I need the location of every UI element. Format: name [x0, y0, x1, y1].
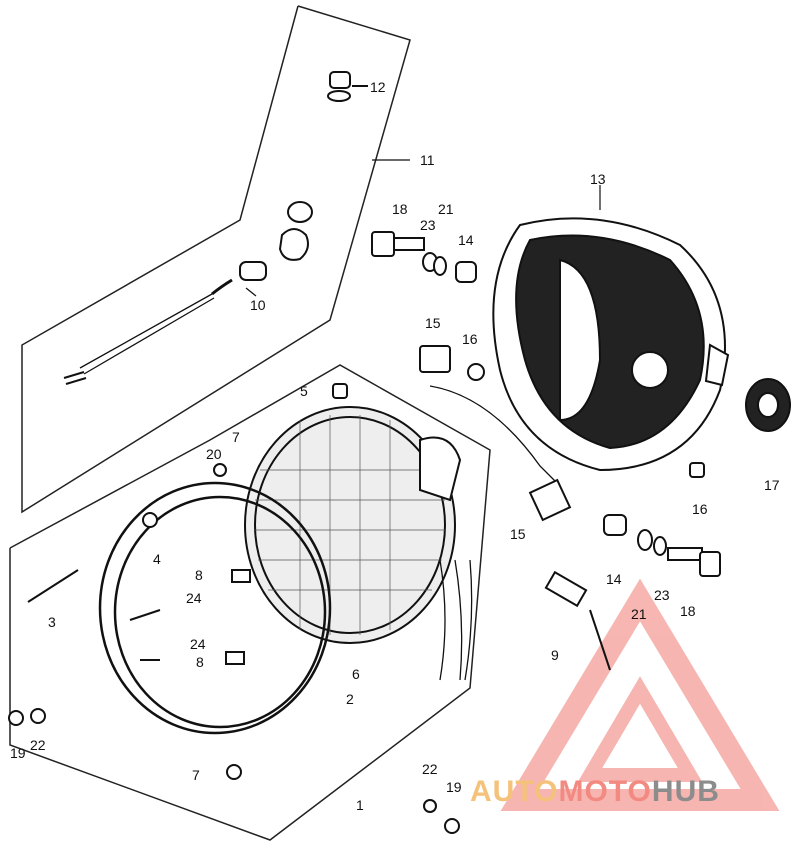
callout-16: 16 — [462, 331, 478, 347]
wire-harness-part — [63, 159, 410, 385]
callout-11: 11 — [420, 152, 435, 168]
watermark-part-auto: AUTO — [470, 775, 559, 808]
callout-21-lower: 21 — [631, 606, 647, 622]
ring-part — [745, 378, 791, 432]
callout-7: 7 — [232, 429, 240, 445]
callout-23: 23 — [420, 217, 436, 233]
callout-14-lower: 14 — [606, 571, 622, 587]
callout-24: 24 — [186, 590, 202, 606]
watermark-logo — [500, 578, 780, 811]
callout-7-lower: 7 — [192, 767, 200, 783]
callout-15: 15 — [425, 315, 441, 331]
headlight-case-part — [492, 185, 730, 472]
callout-5: 5 — [300, 383, 308, 399]
callout-24-lower: 24 — [190, 636, 206, 652]
callout-22: 22 — [30, 737, 46, 753]
watermark-part-moto: MOTO — [558, 775, 652, 808]
callout-18-lower: 18 — [680, 603, 696, 619]
lower-bolt-stack — [603, 514, 721, 577]
upper-bolt-stack — [371, 231, 477, 283]
callout-3: 3 — [48, 614, 56, 630]
callout-19-lower: 19 — [446, 779, 462, 795]
callout-4: 4 — [153, 551, 161, 567]
upper-connector-part — [419, 345, 572, 522]
callout-12: 12 — [370, 79, 386, 95]
sealed-beam-part — [244, 406, 473, 681]
grommet-part — [327, 71, 368, 102]
lower-assembly-box — [9, 364, 491, 841]
callout-8: 8 — [195, 567, 203, 583]
callout-23-lower: 23 — [654, 587, 670, 603]
rim-part — [98, 481, 332, 735]
callout-9: 9 — [551, 647, 559, 663]
small-nut-part — [689, 462, 705, 478]
small-hardware — [8, 383, 460, 834]
callout-6: 6 — [352, 666, 360, 682]
callout-21: 21 — [438, 201, 454, 217]
callout-20: 20 — [206, 446, 222, 462]
watermark-part-hub: HUB — [651, 775, 720, 808]
callout-17: 17 — [764, 477, 780, 493]
wire-lead-part — [544, 570, 611, 671]
callout-19: 19 — [10, 745, 26, 761]
callout-14: 14 — [458, 232, 474, 248]
callout-1: 1 — [356, 797, 364, 813]
callout-16-lower: 16 — [692, 501, 708, 517]
callout-13: 13 — [590, 171, 606, 187]
callout-8-lower: 8 — [196, 654, 204, 670]
callout-15-lower: 15 — [510, 526, 526, 542]
upper-assembly-box — [21, 5, 411, 514]
callout-10: 10 — [250, 297, 266, 313]
callout-18: 18 — [392, 201, 408, 217]
callout-2: 2 — [346, 691, 354, 707]
callout-22-lower: 22 — [422, 761, 438, 777]
watermark-text: AUTOMOTOHUB — [470, 775, 720, 809]
